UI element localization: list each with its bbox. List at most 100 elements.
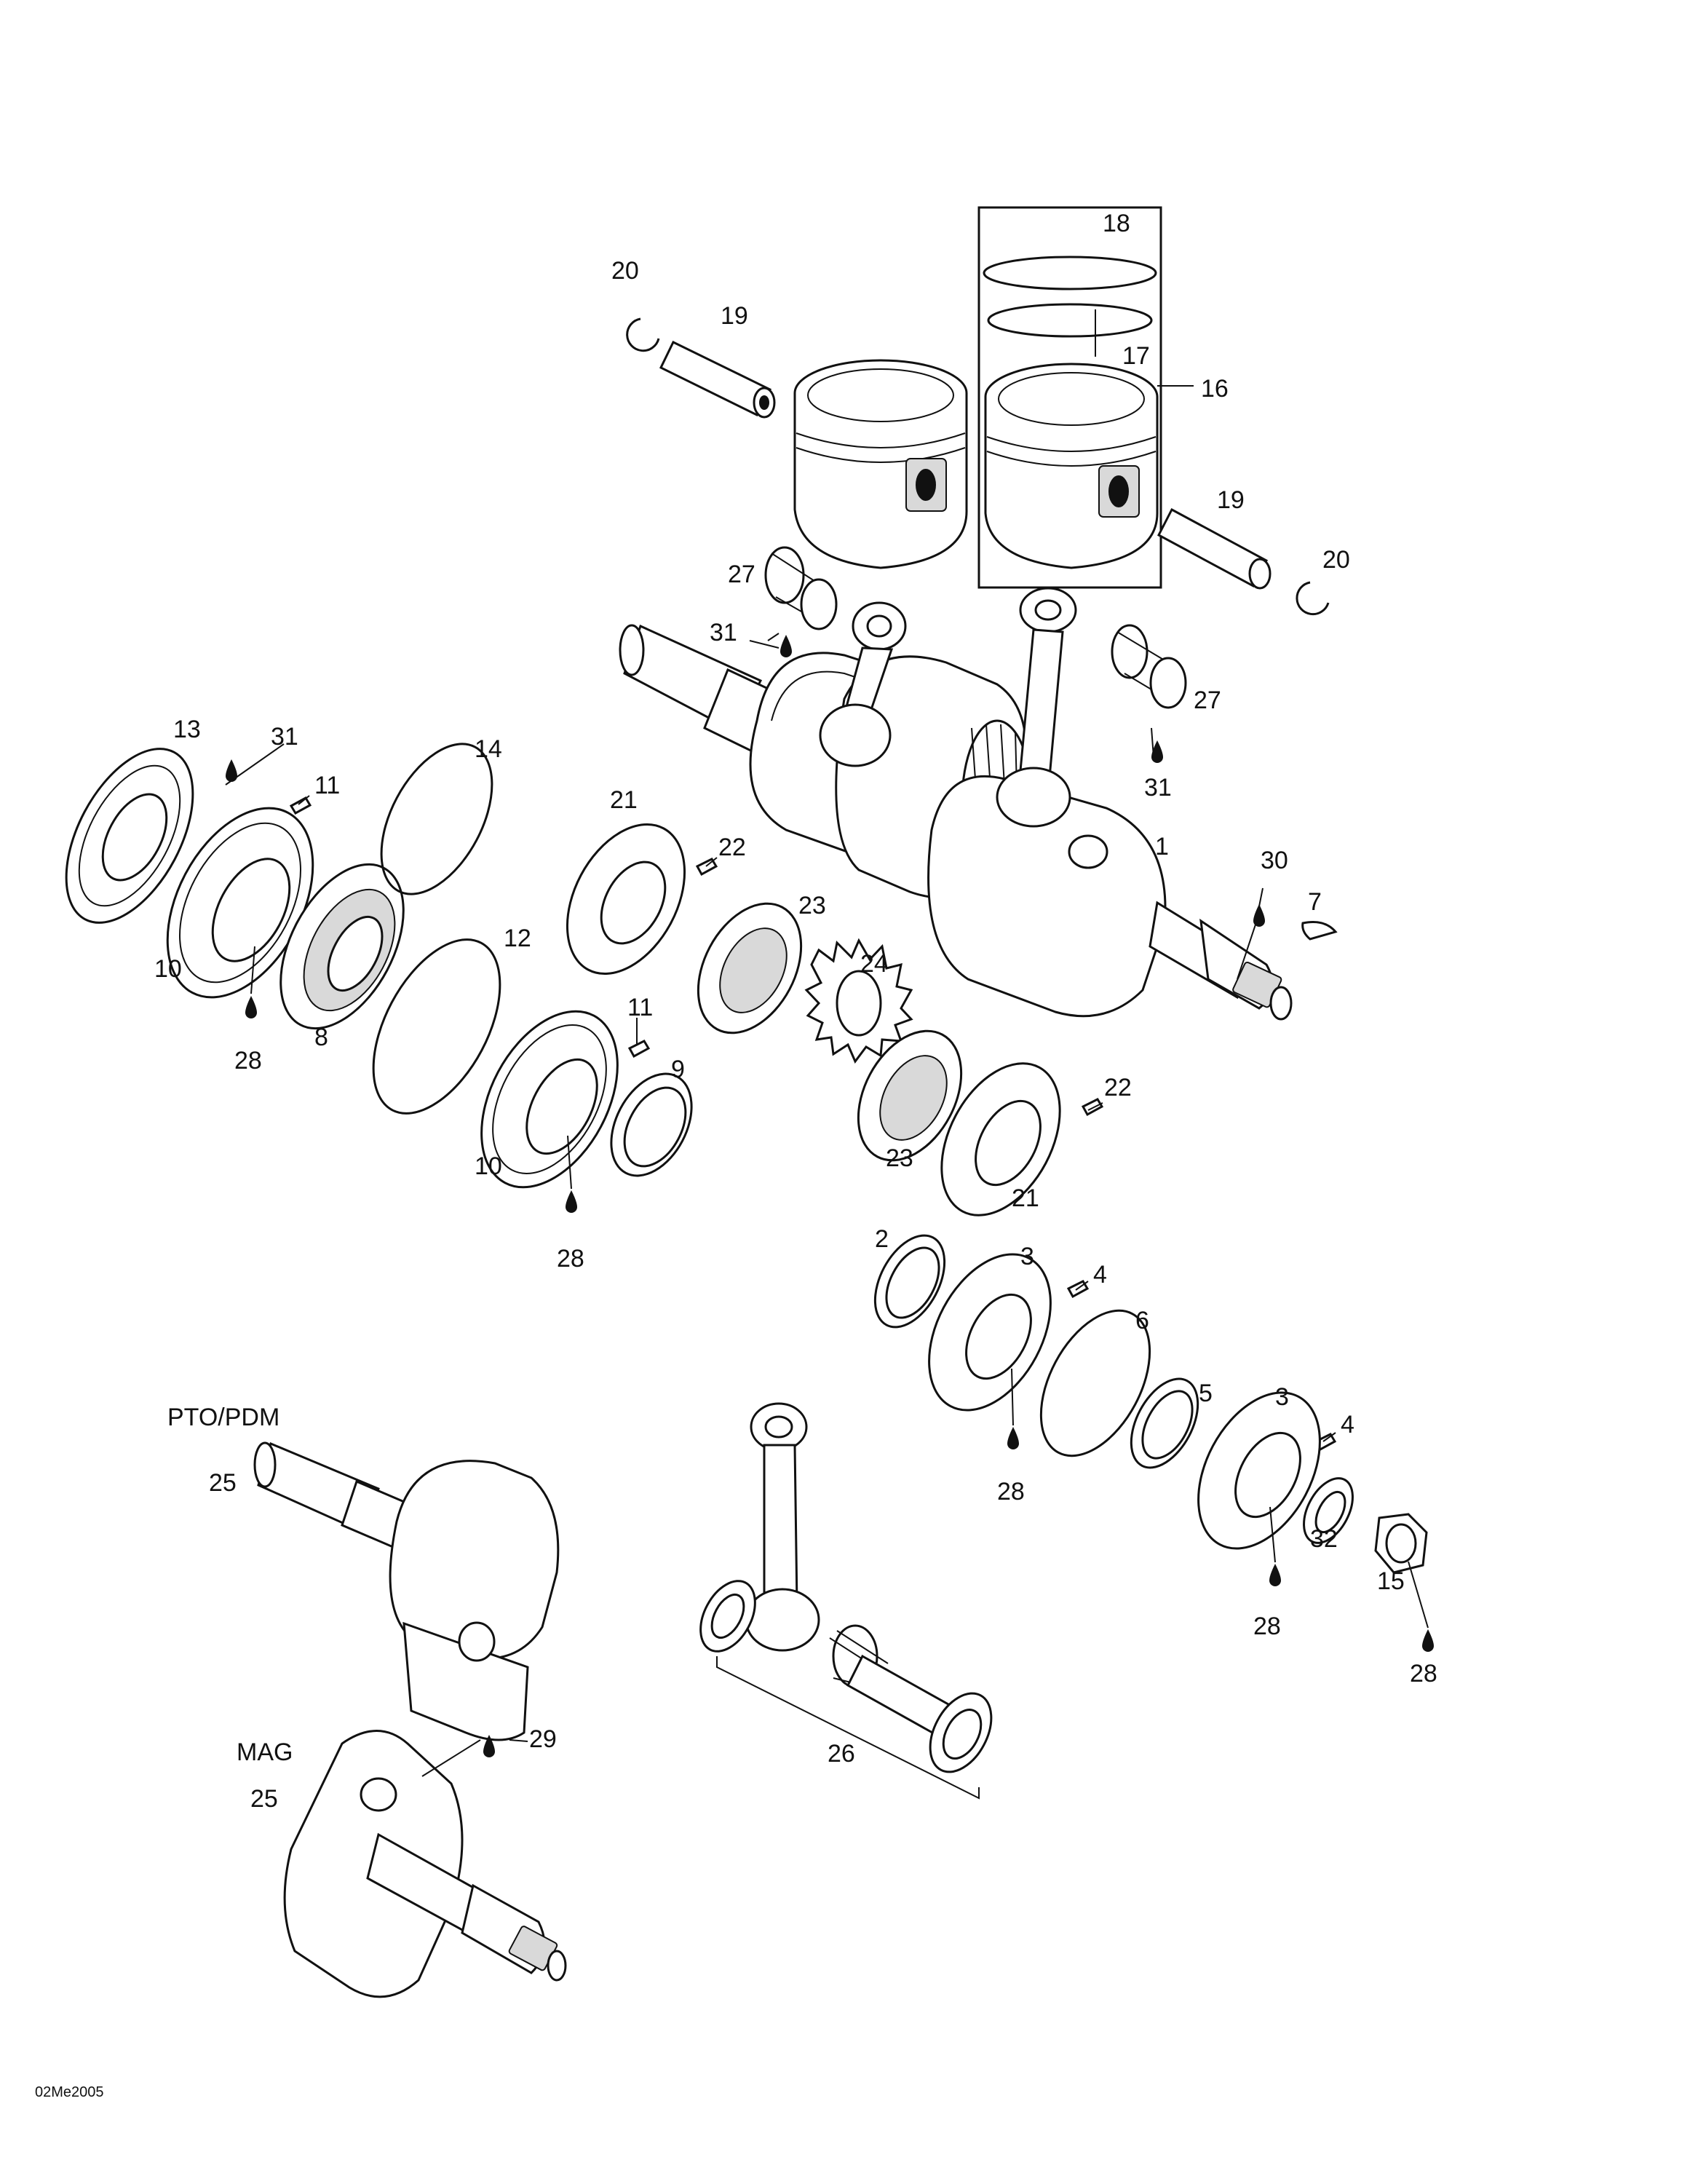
ball-bearing-10-lower (480, 1010, 619, 1189)
lock-washer-32 (1303, 1477, 1354, 1544)
callout-3: 3 (1020, 1243, 1034, 1270)
callout-31: 31 (1144, 774, 1172, 802)
loctite-drop-icons (226, 635, 1434, 1757)
drop-icon (566, 1190, 577, 1213)
connecting-rod-lower (996, 587, 1077, 828)
piston-right (984, 363, 1159, 569)
needle-bearing-upper (764, 546, 838, 630)
callout-10: 10 (154, 955, 182, 983)
callout-12: 12 (504, 925, 531, 952)
callout-9: 9 (671, 1056, 685, 1083)
callout-28: 28 (1410, 1660, 1437, 1688)
section-label-mag: MAG (237, 1738, 293, 1766)
callout-4: 4 (1093, 1261, 1107, 1289)
o-ring-12 (372, 938, 501, 1115)
callout-20: 20 (1322, 546, 1350, 574)
callout-28: 28 (1253, 1613, 1281, 1640)
drop-icon (1422, 1629, 1434, 1652)
callout-25: 25 (250, 1785, 278, 1813)
callout-24: 24 (860, 950, 888, 978)
callout-8: 8 (314, 1024, 328, 1051)
woodruff-key (1301, 921, 1338, 941)
connecting-rod-kit-26 (699, 1402, 993, 1800)
needle-bearing-lower (1111, 624, 1187, 709)
callout-28: 28 (997, 1478, 1025, 1506)
callout-25: 25 (209, 1469, 237, 1497)
callout-31: 31 (271, 723, 298, 751)
drop-icon (245, 996, 257, 1018)
callout-27: 27 (728, 561, 755, 588)
ball-bearing-21-upper (566, 823, 686, 976)
drop-icon (226, 759, 237, 782)
circlip-left (626, 317, 660, 352)
piston-kit-box (977, 206, 1162, 589)
drop-icon (1007, 1427, 1019, 1449)
callout-17: 17 (1122, 342, 1150, 370)
callout-27: 27 (1194, 687, 1221, 714)
o-ring-14 (380, 743, 493, 895)
drop-icon (780, 635, 792, 657)
callout-16: 16 (1201, 375, 1229, 403)
callout-2: 2 (875, 1225, 889, 1253)
drop-icon (1269, 1564, 1281, 1586)
callout-28: 28 (557, 1245, 584, 1273)
callout-21: 21 (610, 786, 638, 814)
callout-4: 4 (1341, 1411, 1354, 1439)
piston-ring-upper (983, 256, 1157, 290)
ball-bearing-3-upper (928, 1253, 1052, 1412)
dowel-pin-11-lower (627, 1040, 651, 1059)
callout-19: 19 (1217, 486, 1245, 514)
callout-11: 11 (627, 994, 653, 1021)
crank-half-mag (283, 1730, 567, 1998)
piston-left (793, 359, 968, 569)
callout-labels: 1 2 3 3 4 4 5 6 7 8 9 10 10 11 11 12 13 … (35, 210, 1437, 2100)
seal-23-lower (857, 1029, 963, 1162)
nut-15 (1374, 1513, 1428, 1574)
callout-21: 21 (1012, 1184, 1039, 1212)
drop-icon (1151, 740, 1163, 763)
callout-23: 23 (886, 1144, 913, 1172)
spacer-2 (873, 1234, 946, 1329)
callout-14: 14 (475, 735, 502, 763)
ball-bearing-21-lower (940, 1062, 1061, 1216)
o-ring-6 (1039, 1309, 1151, 1457)
section-label-pto: PTO/PDM (167, 1404, 279, 1431)
callout-32: 32 (1310, 1525, 1338, 1553)
gear-24 (804, 938, 913, 1064)
piston-pin-left (659, 340, 776, 419)
drop-icon (1253, 904, 1265, 927)
piston-pin-right (1157, 507, 1272, 590)
callout-18: 18 (1103, 210, 1130, 237)
callout-1: 1 (1155, 833, 1169, 860)
dowel-pin-22-lower (1081, 1098, 1104, 1117)
callout-28: 28 (234, 1047, 262, 1075)
spacer-9 (610, 1072, 693, 1177)
piston-assembly-boxed (977, 206, 1162, 589)
callout-10: 10 (475, 1152, 502, 1180)
leader-lines (225, 309, 1429, 1777)
dowel-pin-11-upper (289, 796, 312, 815)
circlip-right (1296, 581, 1330, 616)
drop-icon (483, 1735, 495, 1757)
ball-bearing-10-upper (166, 807, 314, 999)
callout-22: 22 (1104, 1074, 1132, 1101)
callout-30: 30 (1261, 847, 1288, 874)
callout-3: 3 (1275, 1383, 1289, 1411)
callout-13: 13 (173, 716, 201, 743)
drawing-code: 02Me2005 (35, 2084, 104, 2100)
spacer-5 (1130, 1377, 1199, 1469)
callout-23: 23 (798, 892, 826, 919)
callout-29: 29 (529, 1725, 557, 1753)
callout-6: 6 (1135, 1307, 1149, 1334)
callout-26: 26 (828, 1740, 855, 1768)
callout-22: 22 (718, 834, 746, 861)
callout-20: 20 (611, 257, 639, 285)
crank-half-pto (253, 1441, 560, 1741)
callout-31: 31 (710, 619, 737, 646)
seal-23-upper (697, 902, 803, 1034)
callout-7: 7 (1308, 888, 1322, 916)
kit-bracket-26 (716, 1656, 980, 1800)
bearing-housing-8 (279, 863, 405, 1030)
callout-19: 19 (721, 302, 748, 330)
